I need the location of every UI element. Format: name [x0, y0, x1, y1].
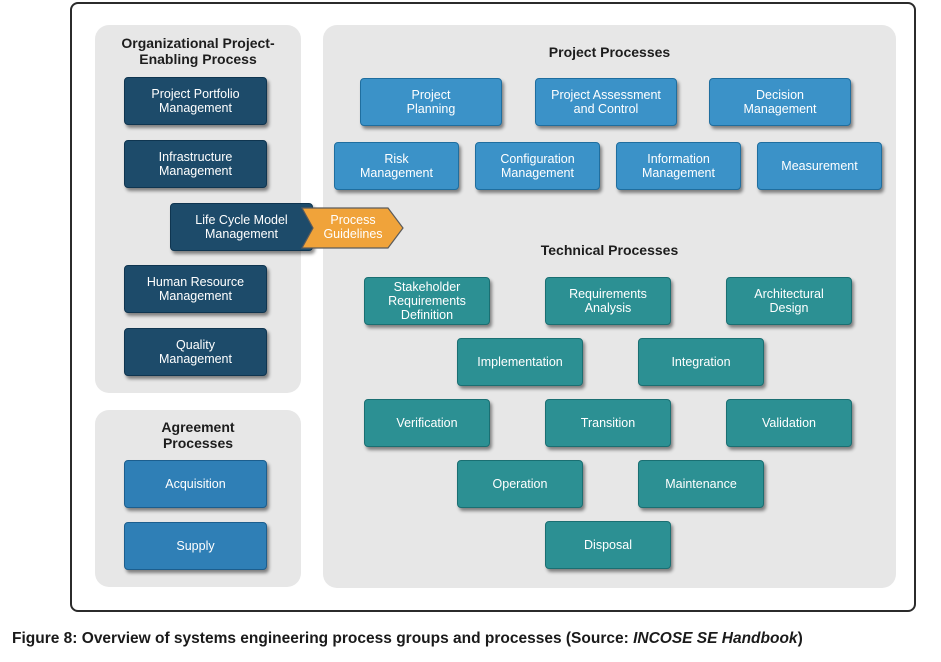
project-assessment-control-box: Project Assessment and Control [535, 78, 677, 126]
infrastructure-management-box: Infrastructure Management [124, 140, 267, 188]
figure-caption: Figure 8: Overview of systems engineerin… [12, 630, 803, 648]
life-cycle-model-management-box: Life Cycle Model Management [170, 203, 313, 251]
validation-box: Validation [726, 399, 852, 447]
verification-box: Verification [364, 399, 490, 447]
project-portfolio-management-label: Project Portfolio Management [151, 87, 240, 115]
infrastructure-management-label: Infrastructure Management [158, 150, 233, 178]
project-assessment-control-label: Project Assessment and Control [551, 88, 661, 116]
configuration-management-label: Configuration Management [500, 152, 575, 180]
project-portfolio-management-box: Project Portfolio Management [124, 77, 267, 125]
disposal-box: Disposal [545, 521, 671, 569]
human-resource-management-box: Human Resource Management [124, 265, 267, 313]
operation-box: Operation [457, 460, 583, 508]
integration-box: Integration [638, 338, 764, 386]
project-planning-label: Project Planning [406, 88, 456, 116]
acquisition-box: Acquisition [124, 460, 267, 508]
caption-prefix: Figure 8: Overview of systems engineerin… [12, 630, 634, 647]
project-planning-box: Project Planning [360, 78, 502, 126]
human-resource-management-label: Human Resource Management [146, 275, 245, 303]
technical-processes-title: Technical Processes [540, 242, 679, 258]
project-processes-title: Project Processes [548, 44, 671, 60]
stakeholder-requirements-definition-box: Stakeholder Requirements Definition [364, 277, 490, 325]
decision-management-label: Decision Management [743, 88, 817, 116]
caption-suffix: ) [797, 630, 803, 647]
requirements-analysis-box: Requirements Analysis [545, 277, 671, 325]
risk-management-label: Risk Management [360, 152, 433, 180]
acquisition-label: Acquisition [165, 477, 226, 491]
disposal-label: Disposal [584, 538, 632, 552]
transition-box: Transition [545, 399, 671, 447]
requirements-analysis-label: Requirements Analysis [569, 287, 647, 315]
org-enabling-title: Organizational Project- Enabling Process [121, 35, 275, 67]
configuration-management-box: Configuration Management [475, 142, 600, 190]
maintenance-box: Maintenance [638, 460, 764, 508]
measurement-box: Measurement [757, 142, 882, 190]
caption-source: INCOSE SE Handbook [633, 630, 798, 647]
process-guidelines-arrow [300, 207, 404, 249]
integration-label: Integration [671, 355, 731, 369]
implementation-label: Implementation [477, 355, 563, 369]
stakeholder-requirements-definition-label: Stakeholder Requirements Definition [388, 280, 466, 322]
quality-management-label: Quality Management [159, 338, 232, 366]
transition-label: Transition [580, 416, 636, 430]
architectural-design-box: Architectural Design [726, 277, 852, 325]
life-cycle-model-management-label: Life Cycle Model Management [195, 213, 288, 241]
risk-management-box: Risk Management [334, 142, 459, 190]
information-management-box: Information Management [616, 142, 741, 190]
agreement-title: Agreement Processes [161, 419, 235, 451]
supply-label: Supply [176, 539, 215, 553]
supply-box: Supply [124, 522, 267, 570]
information-management-label: Information Management [642, 152, 715, 180]
process-guidelines-label: Process Guidelines [323, 213, 383, 241]
validation-label: Validation [762, 416, 816, 430]
quality-management-box: Quality Management [124, 328, 267, 376]
operation-label: Operation [492, 477, 548, 491]
verification-label: Verification [396, 416, 458, 430]
maintenance-label: Maintenance [665, 477, 737, 491]
implementation-box: Implementation [457, 338, 583, 386]
measurement-label: Measurement [781, 159, 858, 173]
architectural-design-label: Architectural Design [754, 287, 824, 315]
decision-management-box: Decision Management [709, 78, 851, 126]
